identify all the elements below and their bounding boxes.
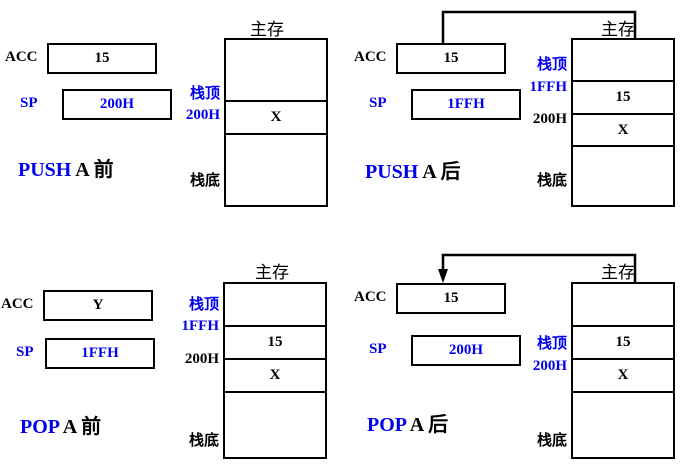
- sp-value: 200H: [448, 342, 484, 358]
- memory-address-label: 200H: [185, 107, 220, 123]
- memory-cell: [573, 40, 673, 80]
- stack-top-marker: 栈顶: [188, 295, 219, 313]
- panel-pop-after: ACC 15 SP 200H 主存 15 X 栈顶 200H 栈底 POP A …: [347, 235, 693, 471]
- memory-cell: [225, 284, 325, 325]
- memory-cell-divider: [225, 358, 325, 360]
- acc-value: 15: [94, 50, 110, 66]
- memory-address-label: 200H: [532, 358, 567, 374]
- acc-label: ACC: [354, 49, 387, 65]
- panel-caption: POP A 前: [20, 410, 101, 439]
- acc-label: ACC: [354, 289, 387, 305]
- stack-bottom-marker: 栈底: [536, 171, 567, 189]
- memory-cell-divider: [226, 133, 326, 135]
- memory-cell-value: X: [270, 109, 282, 125]
- stack-top-marker: 栈顶: [536, 55, 567, 73]
- memory-cell: [573, 284, 673, 325]
- memory-cell: 15: [573, 327, 673, 358]
- memory-cell-divider: [573, 391, 673, 393]
- memory-cell: [226, 135, 326, 205]
- caption-suffix: 前: [93, 157, 114, 181]
- memory-cell-value: 15: [615, 89, 631, 105]
- panel-caption: PUSH A 前: [18, 153, 114, 182]
- memory-cell: X: [226, 102, 326, 133]
- acc-value: 15: [443, 290, 459, 306]
- sp-label: SP: [20, 95, 38, 111]
- sp-register-box: 200H: [62, 89, 172, 120]
- memory-cell: [226, 40, 326, 100]
- memory-address-label: 200H: [184, 351, 219, 367]
- caption-operand: A: [75, 159, 89, 181]
- stack-top-marker: 栈顶: [189, 84, 220, 102]
- caption-operand: A: [409, 414, 424, 436]
- memory-cell-divider: [573, 358, 673, 360]
- memory-cell-value: X: [617, 121, 629, 138]
- memory-address-label: 200H: [532, 111, 567, 127]
- sp-register-box: 1FFH: [411, 89, 521, 120]
- memory-cell: 15: [225, 327, 325, 358]
- memory-cell: [573, 147, 673, 205]
- acc-register-box: 15: [47, 43, 157, 74]
- sp-register-box: 200H: [411, 335, 521, 366]
- memory-cell: [225, 393, 325, 457]
- caption-suffix: 后: [440, 159, 461, 183]
- memory-title: 主存: [601, 20, 635, 40]
- stack-bottom-marker: 栈底: [188, 431, 219, 449]
- sp-value: 200H: [99, 96, 135, 112]
- caption-operand: A: [62, 416, 77, 438]
- panel-push-after: ACC 15 SP 1FFH 主存 15 X 栈顶 1FFH 200H 栈底 P…: [347, 0, 693, 235]
- sp-value: 1FFH: [447, 96, 485, 112]
- caption-keyword: PUSH: [365, 161, 419, 183]
- memory-cell: X: [225, 360, 325, 391]
- memory-cell-value: X: [617, 367, 629, 383]
- memory-cell: X: [573, 115, 673, 145]
- panel-pop-before: ACC Y SP 1FFH 主存 15 X 栈顶 1FFH 200H 栈底 PO…: [0, 235, 347, 471]
- sp-label: SP: [369, 95, 387, 111]
- acc-value: 15: [443, 50, 459, 66]
- sp-label: SP: [369, 341, 387, 357]
- memory-address-label: 1FFH: [181, 318, 220, 334]
- acc-register-box: 15: [396, 283, 506, 314]
- stack-top-marker: 栈顶: [536, 334, 567, 352]
- memory-column: X: [224, 38, 328, 207]
- caption-keyword: PUSH: [18, 159, 72, 181]
- caption-keyword: POP: [367, 414, 406, 436]
- memory-column: 15 X: [223, 282, 327, 459]
- sp-register-box: 1FFH: [45, 338, 155, 369]
- acc-register-box: Y: [43, 290, 153, 321]
- panel-push-before: ACC 15 SP 200H 主存 X 栈顶 200H 栈底 PUSH A 前: [0, 0, 347, 235]
- memory-cell-value: 15: [615, 334, 631, 350]
- panel-caption: POP A 后: [367, 408, 448, 437]
- stack-bottom-marker: 栈底: [189, 171, 220, 189]
- acc-label: ACC: [1, 296, 34, 312]
- caption-suffix: 前: [81, 414, 102, 438]
- memory-cell-divider: [225, 325, 325, 327]
- memory-title: 主存: [601, 263, 635, 283]
- memory-cell: 15: [573, 82, 673, 113]
- caption-suffix: 后: [428, 412, 449, 436]
- panel-caption: PUSH A 后: [365, 155, 461, 184]
- memory-cell-divider: [573, 113, 673, 115]
- caption-operand: A: [422, 161, 436, 183]
- memory-column: 15 X: [571, 38, 675, 207]
- sp-value: 1FFH: [81, 345, 119, 361]
- memory-cell: [573, 393, 673, 457]
- acc-value: Y: [92, 297, 104, 313]
- memory-title: 主存: [255, 263, 289, 283]
- memory-cell: X: [573, 360, 673, 391]
- memory-title: 主存: [250, 20, 284, 40]
- acc-label: ACC: [5, 49, 38, 65]
- stack-bottom-marker: 栈底: [536, 431, 567, 449]
- memory-cell-divider: [225, 391, 325, 393]
- memory-cell-divider: [573, 80, 673, 82]
- memory-cell-divider: [226, 100, 326, 102]
- memory-address-label: 1FFH: [529, 79, 568, 95]
- memory-cell-divider: [573, 145, 673, 147]
- memory-cell-divider: [573, 325, 673, 327]
- acc-register-box: 15: [396, 43, 506, 74]
- memory-column: 15 X: [571, 282, 675, 459]
- sp-label: SP: [16, 344, 34, 360]
- caption-keyword: POP: [20, 416, 59, 438]
- memory-cell-value: X: [269, 367, 281, 383]
- memory-cell-value: 15: [267, 334, 283, 350]
